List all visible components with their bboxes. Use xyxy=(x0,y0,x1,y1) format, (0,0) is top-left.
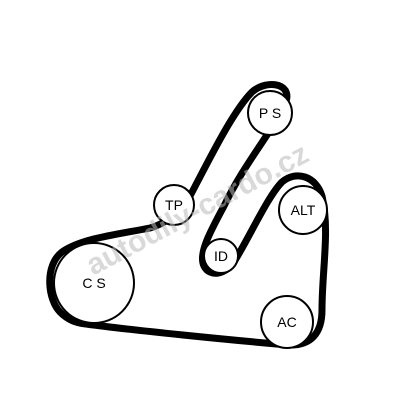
pulley-cs-circle xyxy=(53,242,135,324)
pulley-tp-circle xyxy=(153,184,195,226)
pulley-alt-label: ALT xyxy=(291,202,316,218)
pulley-tp: TP xyxy=(153,184,195,226)
pulley-cs-label: C S xyxy=(82,275,105,291)
pulley-ps-label: P S xyxy=(259,105,281,121)
pulley-tp-label: TP xyxy=(165,197,183,213)
pulley-id: ID xyxy=(203,238,239,274)
pulley-ac-circle xyxy=(260,295,314,349)
pulley-cs: C S xyxy=(53,242,135,324)
pulley-ps: P S xyxy=(247,90,293,136)
pulley-alt: ALT xyxy=(278,185,328,235)
pulley-ac-label: AC xyxy=(277,314,296,330)
pulley-alt-circle xyxy=(278,185,328,235)
pulley-ac: AC xyxy=(260,295,314,349)
pulley-id-circle xyxy=(203,238,239,274)
pulley-id-label: ID xyxy=(214,248,228,264)
pulley-ps-circle xyxy=(247,90,293,136)
serpentine-belt xyxy=(46,81,330,349)
